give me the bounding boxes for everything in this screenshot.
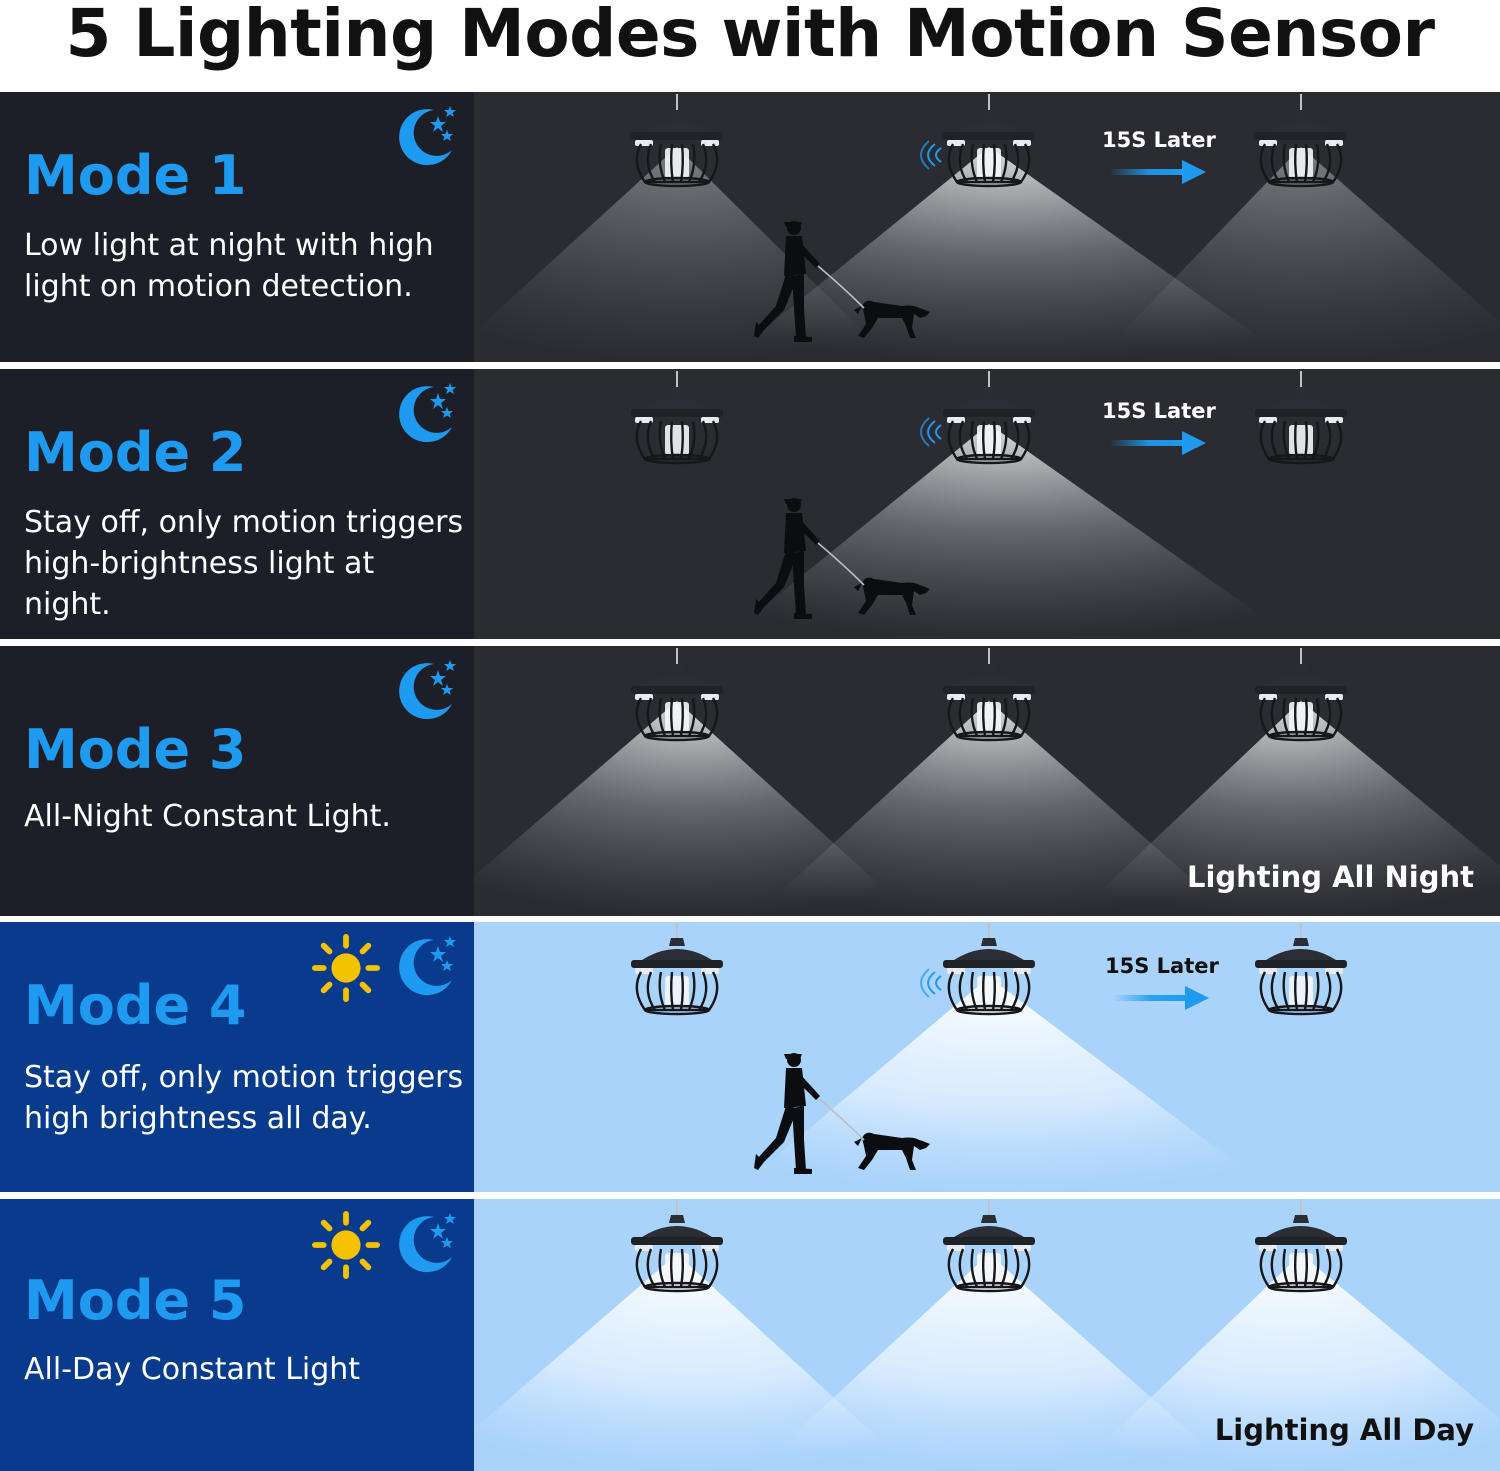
lamp-icon (939, 371, 1039, 467)
mode-row-1: Mode 1 Low light at night with high ligh… (0, 92, 1500, 362)
mode-title: Mode 3 (24, 718, 247, 781)
moon-icon (394, 934, 458, 998)
lamp-icon (939, 922, 1039, 1018)
mode-icons (298, 934, 458, 1002)
lamp-icon (939, 94, 1039, 190)
mode-row-3: Mode 3 All-Night Constant Light. Lightin… (0, 646, 1500, 916)
mode-icons (298, 658, 458, 726)
arrow-right-icon (1113, 984, 1209, 1012)
later-label: 15S Later (1102, 399, 1216, 423)
lamp-icon (1251, 648, 1351, 744)
lamp-icon (1251, 1199, 1351, 1295)
lamp-icon (627, 1199, 727, 1295)
mode-scene: 15S Later (474, 92, 1500, 362)
mode-scene: 15S Later (474, 369, 1500, 639)
lamp-icon (1251, 94, 1351, 190)
mode-panel: Mode 3 All-Night Constant Light. (0, 646, 474, 916)
mode-caption: Lighting All Day (1214, 1413, 1474, 1447)
mode-title: Mode 4 (24, 974, 247, 1037)
mode-description: All-Day Constant Light (24, 1352, 361, 1387)
mode-description: Low light at night with high light on mo… (24, 228, 434, 304)
mode-caption: Lighting All Night (1186, 860, 1474, 894)
person-walking-dog-icon (754, 1050, 944, 1180)
mode-panel: Mode 1 Low light at night with high ligh… (0, 92, 474, 362)
mode-scene: Lighting All Day (474, 1199, 1500, 1471)
lamp-icon (939, 1199, 1039, 1295)
lamp-icon (627, 922, 727, 1018)
lamp-icon (1251, 371, 1351, 467)
moon-icon (394, 1211, 458, 1275)
mode-row-4: Mode 4 Stay off, only motion triggers hi… (0, 922, 1500, 1192)
mode-panel: Mode 5 All-Day Constant Light (0, 1199, 474, 1471)
later-label: 15S Later (1102, 128, 1216, 152)
mode-title: Mode 1 (24, 144, 247, 207)
mode-description: Stay off, only motion triggers high brig… (24, 1060, 464, 1136)
moon-icon (394, 381, 458, 445)
moon-icon (394, 658, 458, 722)
arrow-right-icon (1110, 429, 1206, 457)
sun-icon (312, 1211, 380, 1279)
mode-panel: Mode 2 Stay off, only motion triggers hi… (0, 369, 474, 639)
mode-description: Stay off, only motion triggers high-brig… (24, 505, 464, 622)
arrow-right-icon (1110, 158, 1206, 186)
later-label: 15S Later (1105, 954, 1219, 978)
mode-icons (298, 104, 458, 172)
person-walking-dog-icon (754, 495, 944, 625)
mode-icons (298, 1211, 458, 1279)
lamp-icon (627, 648, 727, 744)
mode-row-5: Mode 5 All-Day Constant Light Lighting A… (0, 1199, 1500, 1471)
sun-icon (312, 934, 380, 1002)
mode-icons (298, 381, 458, 449)
mode-panel: Mode 4 Stay off, only motion triggers hi… (0, 922, 474, 1192)
page-title: 5 Lighting Modes with Motion Sensor (65, 0, 1435, 72)
lamp-icon (1251, 922, 1351, 1018)
mode-title: Mode 5 (24, 1269, 247, 1332)
lamp-icon (939, 648, 1039, 744)
mode-title: Mode 2 (24, 421, 247, 484)
mode-description: All-Night Constant Light. (24, 799, 391, 834)
moon-icon (394, 104, 458, 168)
mode-row-2: Mode 2 Stay off, only motion triggers hi… (0, 369, 1500, 639)
mode-scene: 15S Later (474, 922, 1500, 1192)
person-walking-dog-icon (754, 218, 944, 348)
lamp-icon (627, 371, 727, 467)
mode-scene: Lighting All Night (474, 646, 1500, 916)
lamp-icon (627, 94, 727, 190)
